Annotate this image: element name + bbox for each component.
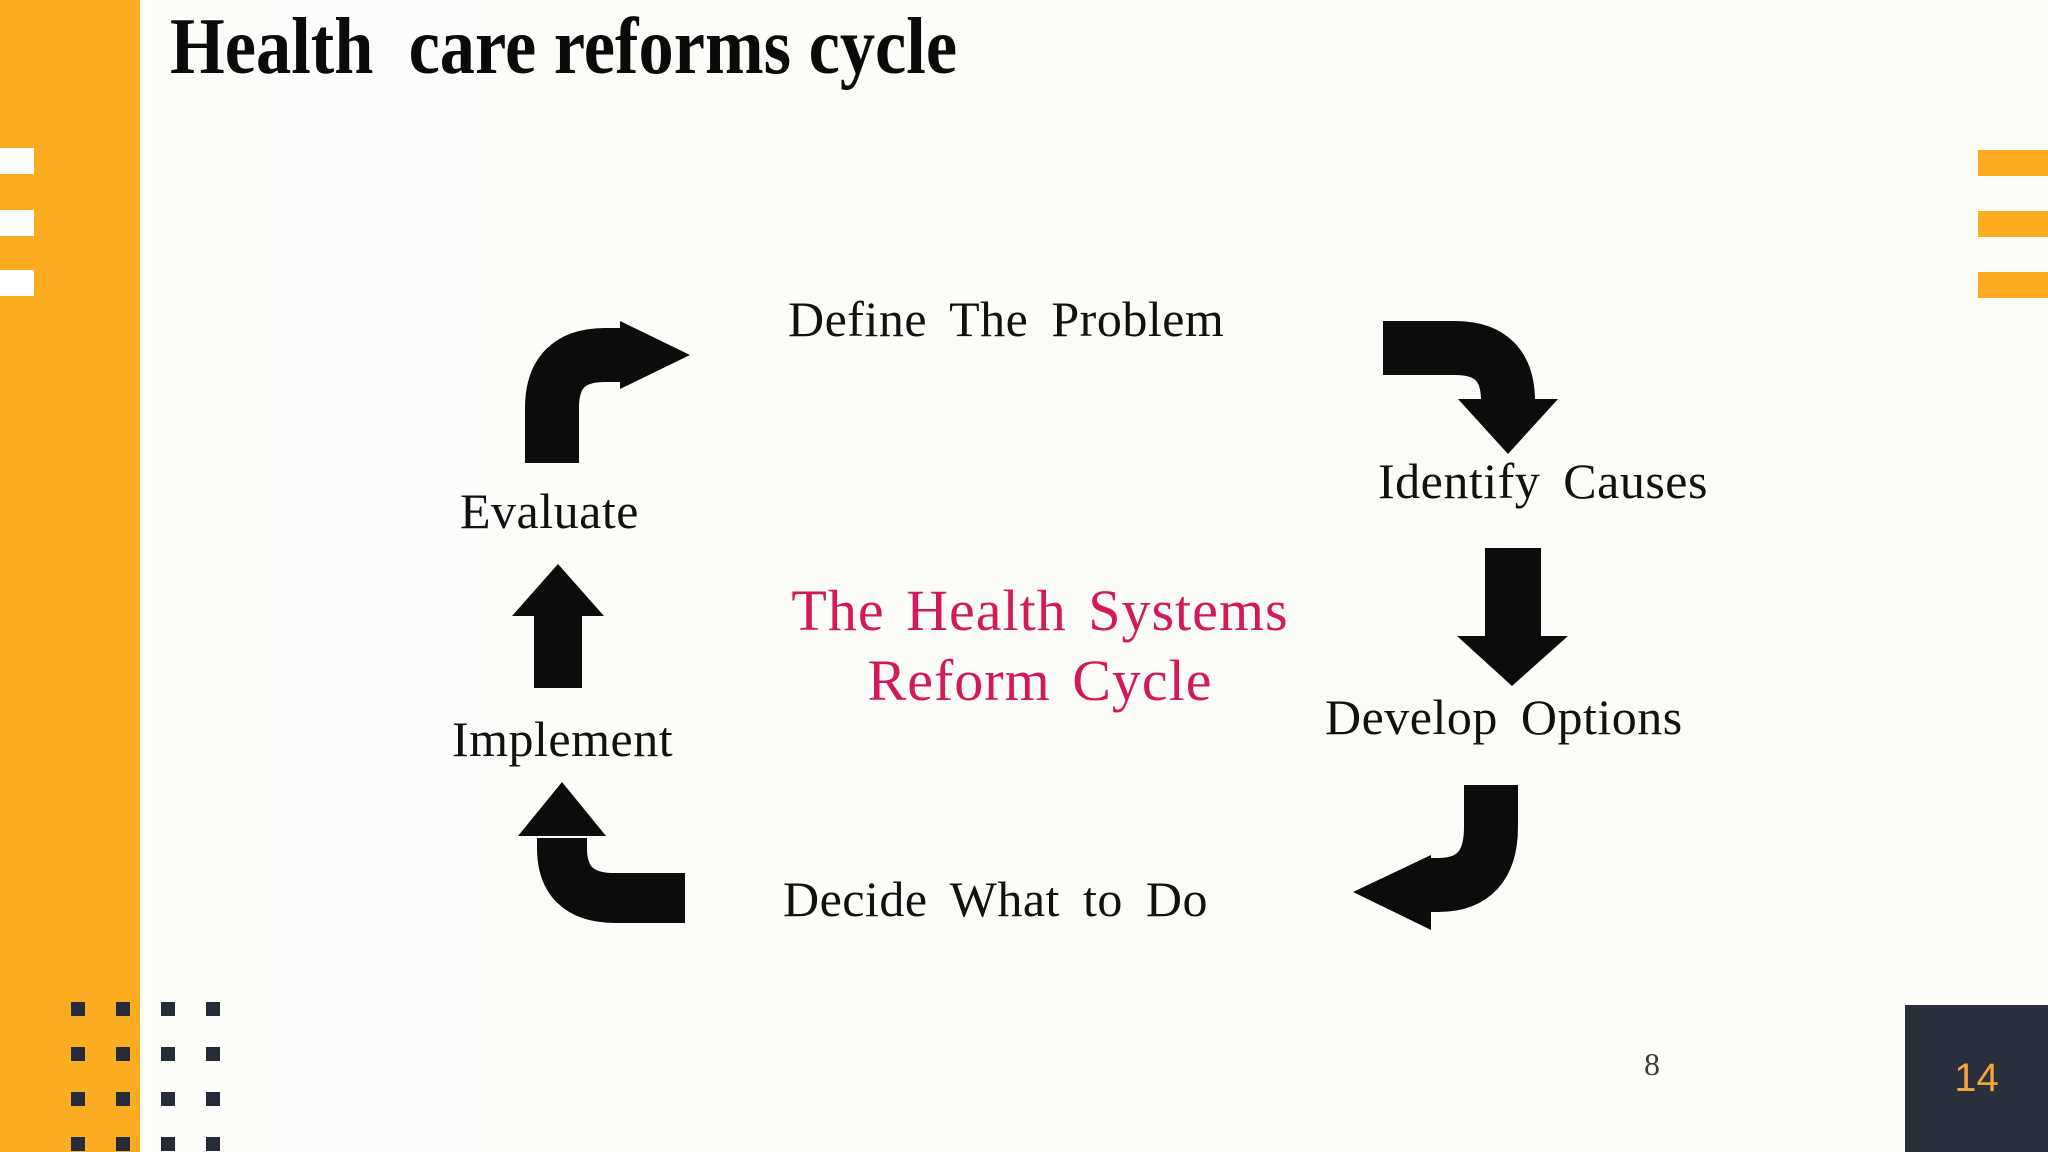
up-arrow-implement-to-evaluate-icon (512, 564, 604, 688)
inner-page-number: 8 (1644, 1046, 1660, 1082)
left-stripe-3 (0, 270, 34, 296)
cycle-center-caption: The Health Systems Reform Cycle (755, 576, 1325, 715)
right-stripe-1 (1978, 150, 2048, 176)
right-stripe-3 (1978, 272, 2048, 298)
step-label-decide-what-to-do: Decide What to Do (783, 871, 1208, 927)
cycle-center-caption-line2: Reform Cycle (867, 647, 1213, 713)
corner-page-badge: 14 (1905, 1005, 2048, 1152)
left-accent-bar (0, 0, 140, 1152)
curved-arrow-evaluate-to-define-icon (525, 321, 690, 463)
down-arrow-identify-to-develop-icon (1457, 548, 1568, 686)
curved-arrow-decide-to-implement-icon (518, 782, 685, 923)
slide-title: Health care reforms cycle (170, 3, 958, 91)
curved-arrow-define-to-identify-icon (1383, 321, 1558, 454)
left-stripe-1 (0, 148, 34, 174)
step-label-develop-options: Develop Options (1325, 689, 1683, 745)
left-stripe-2 (0, 210, 34, 236)
step-label-define-the-problem: Define The Problem (788, 291, 1225, 347)
step-label-evaluate: Evaluate (460, 483, 639, 539)
corner-page-number: 14 (1954, 1056, 1999, 1100)
step-label-implement: Implement (452, 711, 674, 767)
step-label-identify-causes: Identify Causes (1378, 453, 1708, 509)
curved-arrow-develop-to-decide-icon (1353, 785, 1518, 930)
cycle-center-caption-line1: The Health Systems (791, 578, 1289, 643)
right-stripe-2 (1978, 211, 2048, 237)
dot-grid-decoration (71, 1002, 220, 1151)
